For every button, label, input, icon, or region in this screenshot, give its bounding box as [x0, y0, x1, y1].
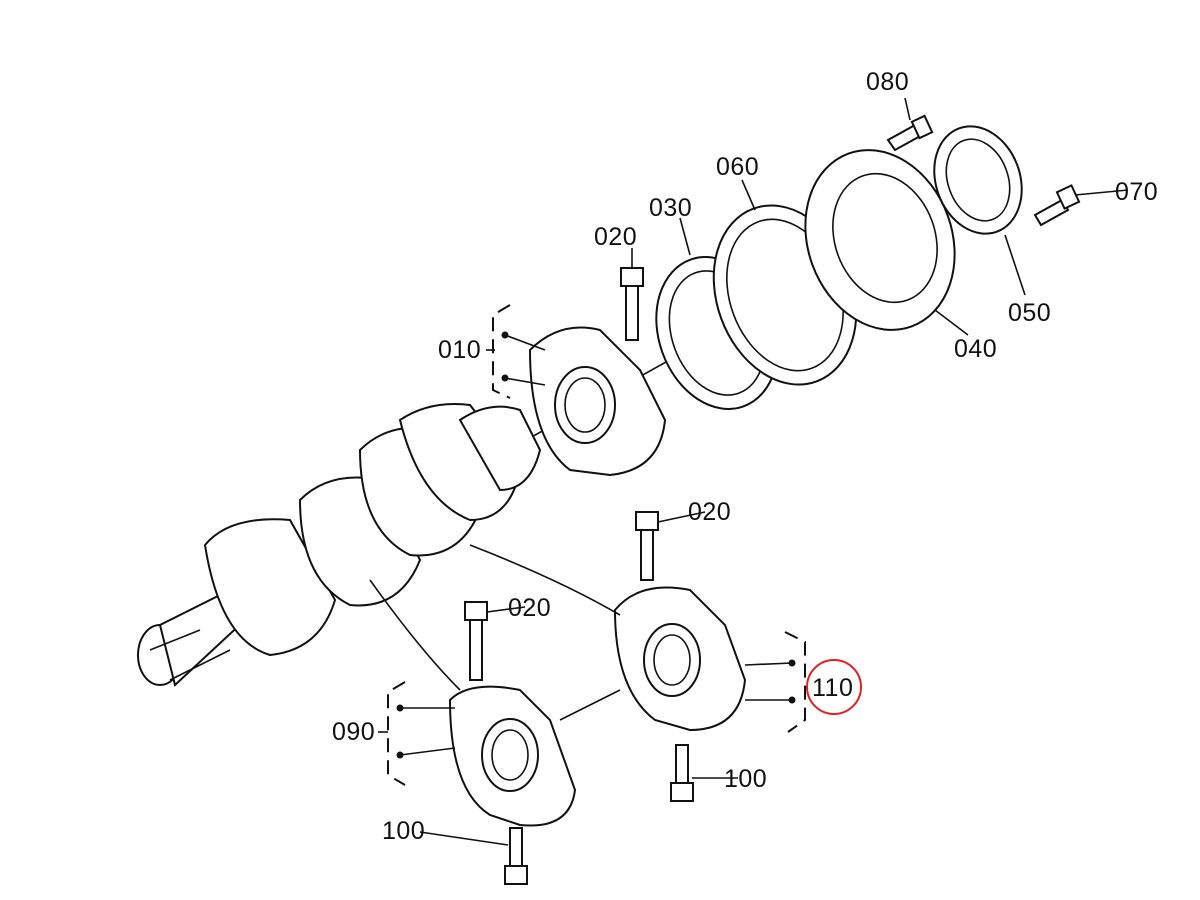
label-030: 030	[649, 194, 693, 222]
label-040: 040	[954, 335, 998, 363]
bolt-070	[1033, 198, 1070, 227]
bolt-100-left	[509, 827, 523, 869]
label-080: 080	[866, 68, 910, 96]
bearing-cap-090	[448, 685, 577, 827]
bolt-100-right	[675, 744, 689, 786]
bolt-020-low	[469, 619, 483, 681]
label-020-low: 020	[508, 594, 552, 622]
label-100-left: 100	[382, 817, 426, 845]
oil-seal-050	[933, 125, 1023, 235]
bracket-090	[387, 681, 406, 786]
label-010: 010	[438, 336, 482, 364]
bracket-010	[492, 304, 511, 399]
highlight-circle-110	[806, 659, 862, 715]
label-090: 090	[332, 718, 376, 746]
bolt-020-mid	[640, 529, 654, 581]
label-020-mid: 020	[688, 498, 732, 526]
bolt-020-top	[625, 284, 639, 341]
label-070: 070	[1115, 178, 1159, 206]
label-020-top: 020	[594, 223, 638, 251]
label-050: 050	[1008, 299, 1052, 327]
bracket-110	[784, 631, 806, 733]
leader-lines	[378, 97, 1129, 846]
label-060: 060	[716, 153, 760, 181]
housing-040	[804, 149, 956, 331]
bearing-cap-110	[613, 586, 747, 732]
bearing-case-010	[528, 326, 667, 477]
label-100-right: 100	[724, 765, 768, 793]
leader-dots	[396, 331, 796, 759]
crankshaft	[137, 403, 542, 687]
